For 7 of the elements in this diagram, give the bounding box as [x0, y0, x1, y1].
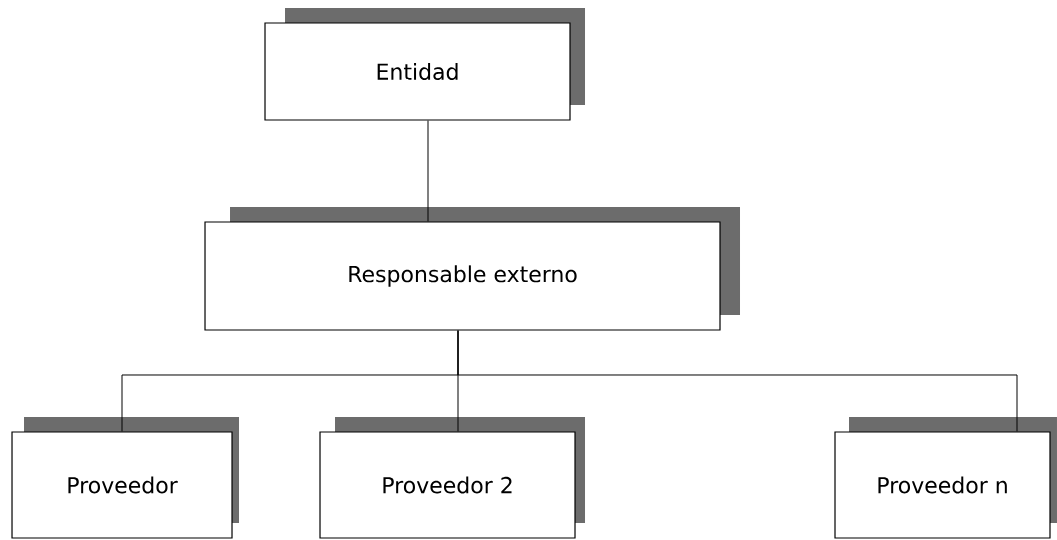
process-box: Entidad [264, 8, 585, 121]
process-box: Proveedor n [834, 417, 1057, 539]
process-box: Proveedor 2 [319, 417, 585, 539]
process-box: Responsable externo [204, 207, 740, 331]
process-box: Proveedor [11, 417, 239, 539]
connector-line [457, 330, 1018, 432]
connector-line [427, 120, 429, 222]
